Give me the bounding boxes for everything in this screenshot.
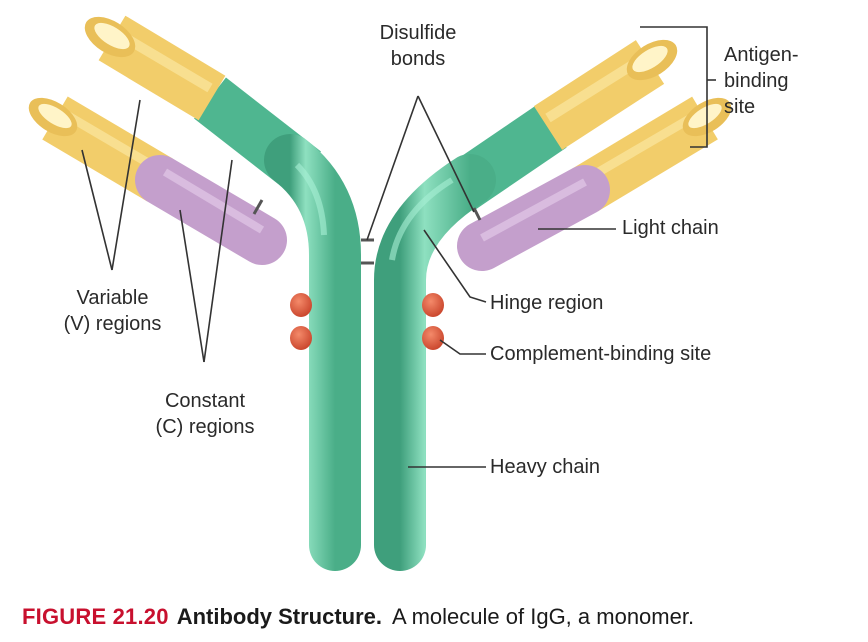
label-constant-line1: Constant xyxy=(164,390,246,412)
disulfide-bond-right xyxy=(472,207,482,221)
light-chain-right xyxy=(457,96,732,271)
caption-title: Antibody Structure. xyxy=(176,604,383,629)
label-antigen-line3: site xyxy=(724,96,756,118)
label-disulfide-line2: bonds xyxy=(390,48,446,70)
heavy-chain-left xyxy=(84,15,361,571)
label-antigen-line1: Antigen- xyxy=(724,44,799,66)
label-constant-regions: Constant (C) regions xyxy=(125,388,285,440)
caption-figure-number: FIGURE 21.20 xyxy=(22,604,169,629)
disulfide-bond-left xyxy=(252,199,264,215)
label-antigen-line2: binding xyxy=(724,70,789,92)
label-variable-line1: Variable xyxy=(76,287,149,309)
label-complement-binding-site: Complement-binding site xyxy=(490,343,712,365)
label-variable-regions: Variable (V) regions xyxy=(30,285,195,337)
heavy-chain-right xyxy=(374,39,678,571)
complement-binding-sites xyxy=(290,293,444,350)
label-disulfide-bonds: Disulfide bonds xyxy=(368,20,468,72)
label-disulfide-line1: Disulfide xyxy=(379,22,457,44)
label-constant-line2: (C) regions xyxy=(155,416,255,438)
figure-caption: FIGURE 21.20 Antibody Structure. A molecul… xyxy=(22,604,694,630)
label-heavy-chain: Heavy chain xyxy=(490,456,601,478)
leader-lines xyxy=(81,26,716,468)
light-chain-left xyxy=(28,96,287,265)
label-antigen-binding-site: Antigen- binding site xyxy=(724,42,799,120)
caption-text: A molecule of IgG, a monomer. xyxy=(392,604,695,629)
label-hinge-region: Hinge region xyxy=(490,292,604,314)
label-light-chain: Light chain xyxy=(622,217,719,239)
label-variable-line2: (V) regions xyxy=(63,313,162,335)
